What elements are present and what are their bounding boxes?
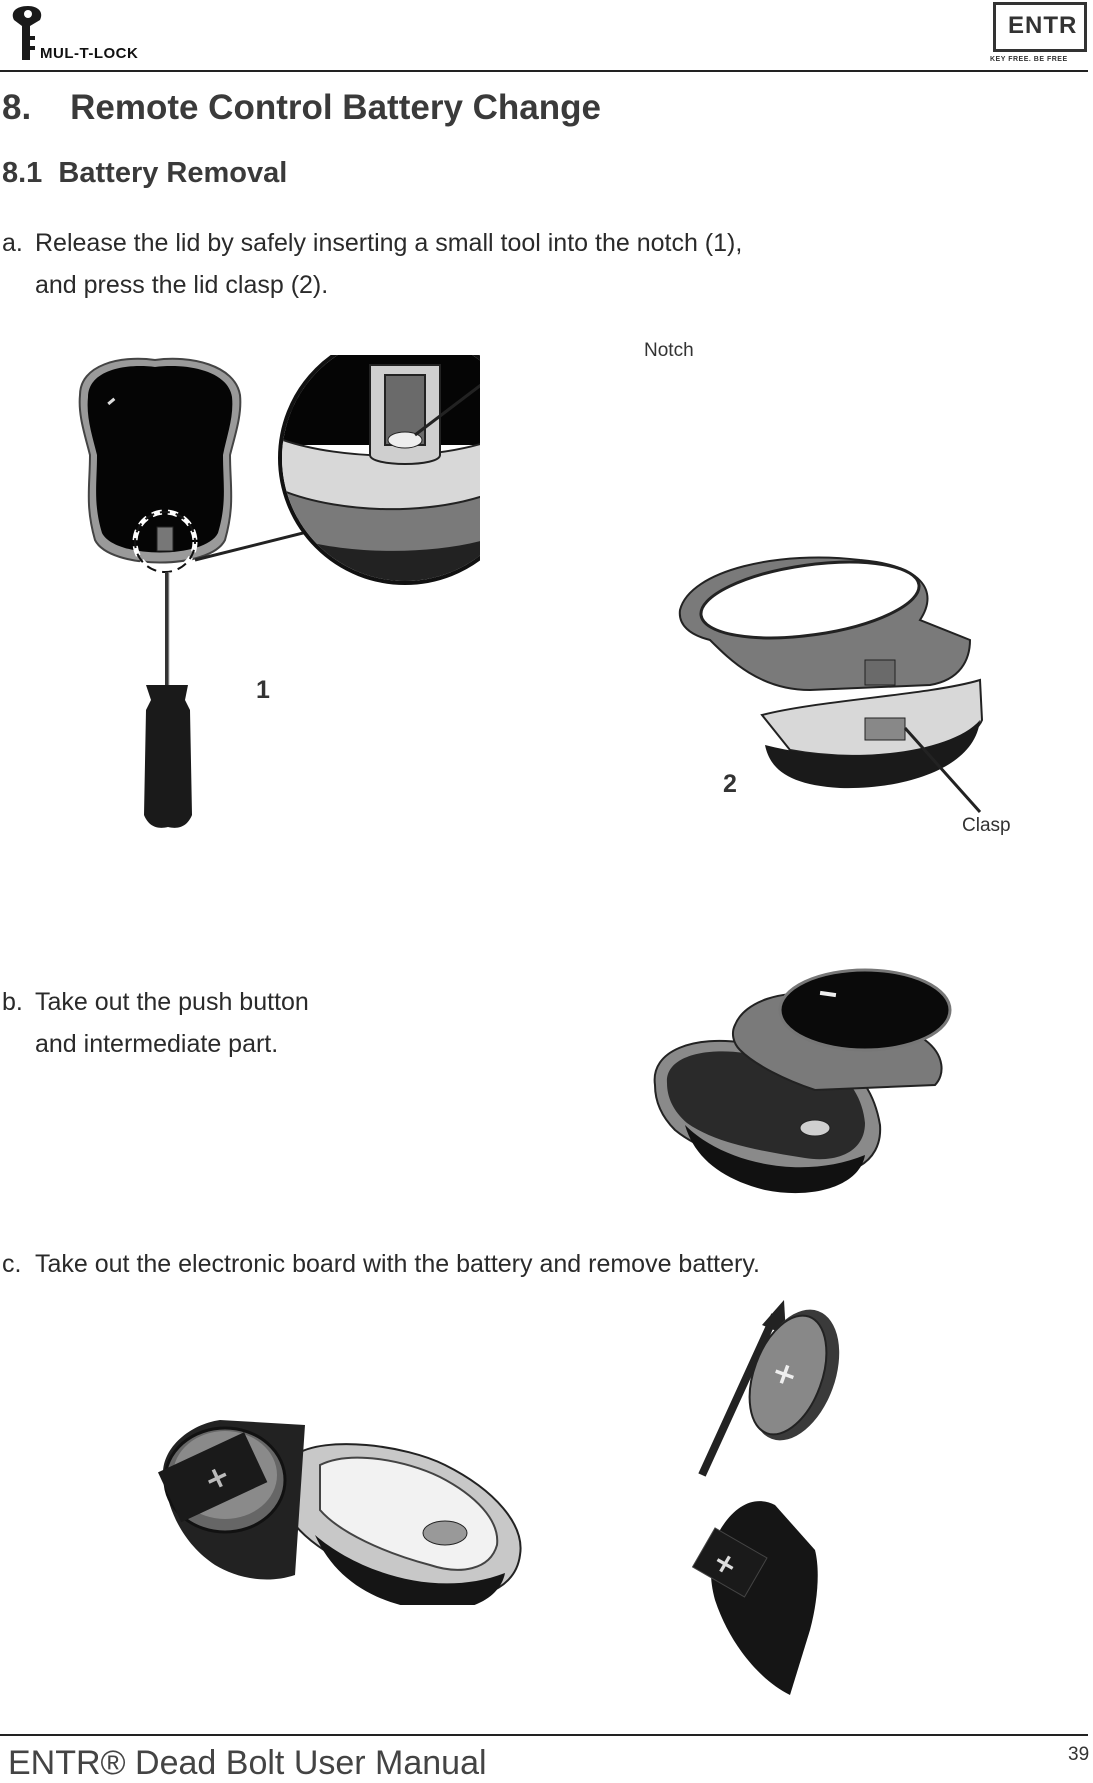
step-b-line2: and intermediate part. <box>35 1030 279 1058</box>
step-c: c. Take out the electronic board with the… <box>2 1243 1082 1285</box>
entr-logo-text: ENTR <box>1008 12 1078 39</box>
step-a: a. Release the lid by safely inserting a … <box>2 222 1052 306</box>
step-b: b. Take out the push button and intermedi… <box>2 981 602 1065</box>
electronic-board-removal-illustration: + <box>157 1420 522 1605</box>
remote-fob-with-screwdriver-illustration <box>78 355 480 828</box>
step-a-label: a. <box>2 229 23 257</box>
brand-logo-text: MUL-T-LOCK <box>40 45 139 62</box>
callout-notch: Notch <box>644 340 694 361</box>
section-title: 8. Remote Control Battery Change <box>2 88 601 127</box>
step-a-line2: and press the lid clasp (2). <box>35 271 329 299</box>
marker-2: 2 <box>723 770 737 798</box>
subsection-title: 8.1 Battery Removal <box>2 157 288 189</box>
battery-removal-arrow-illustration: + + <box>691 1300 840 1695</box>
page-number: 39 <box>1068 1744 1090 1765</box>
step-c-line1: Take out the electronic board with the b… <box>35 1250 760 1278</box>
marker-1: 1 <box>256 676 270 704</box>
entr-logo-tagline: KEY FREE. BE FREE <box>990 56 1068 63</box>
push-button-disassembly-illustration <box>653 968 952 1194</box>
mul-t-lock-logo-icon <box>12 6 42 60</box>
entr-logo-box <box>993 2 1087 52</box>
footer-title: ENTR® Dead Bolt User Manual <box>8 1744 487 1782</box>
step-b-line1: Take out the push button <box>35 988 309 1016</box>
callout-clasp: Clasp <box>962 815 1011 836</box>
lid-clasp-illustration <box>678 556 984 813</box>
step-b-label: b. <box>2 988 23 1016</box>
footer-divider <box>0 1734 1088 1736</box>
step-c-label: c. <box>2 1250 22 1278</box>
step-a-line1: Release the lid by safely inserting a sm… <box>35 229 743 257</box>
header-divider <box>0 70 1088 72</box>
